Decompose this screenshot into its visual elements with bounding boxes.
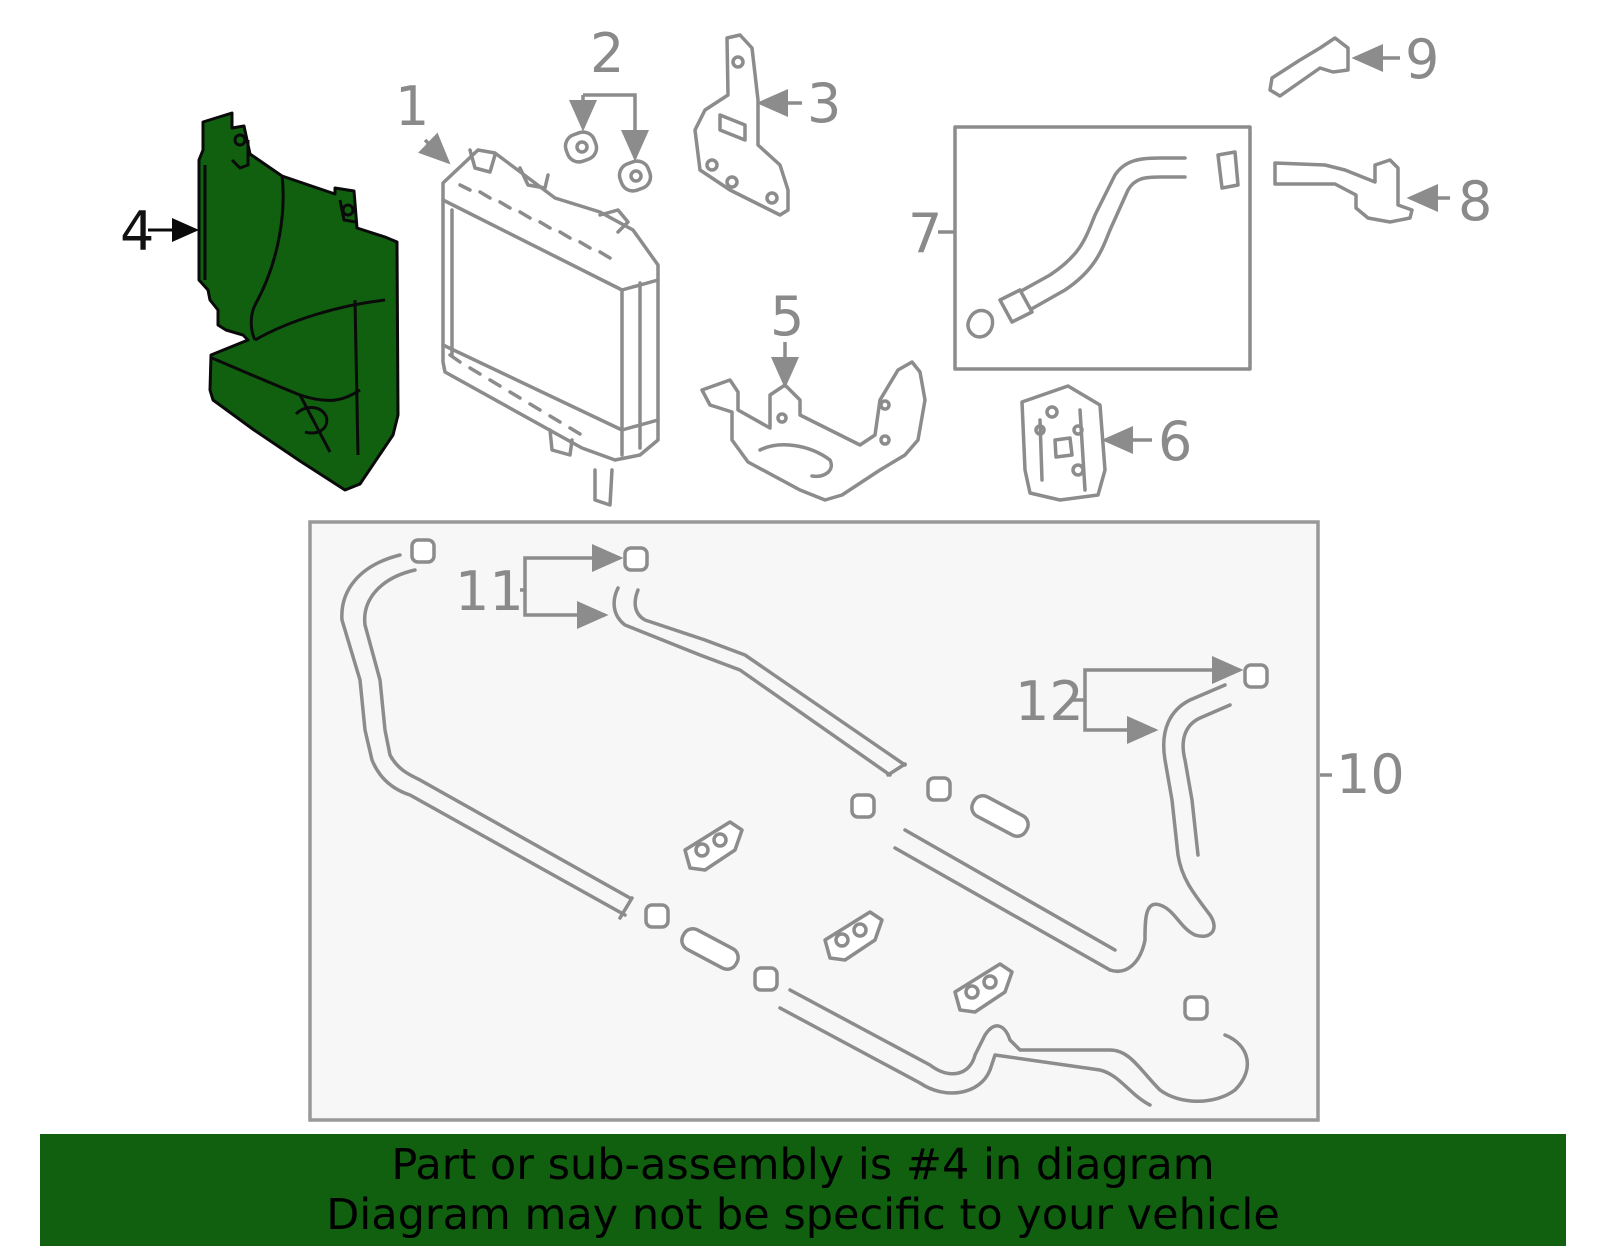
leader-1	[418, 132, 451, 165]
leader-2b	[583, 93, 649, 162]
callout-7[interactable]: 7	[908, 202, 942, 265]
part-10-hoses[interactable]	[340, 538, 1269, 1107]
part-10-box	[308, 520, 1320, 1122]
leader-11a	[520, 544, 624, 592]
callout-4[interactable]: 4	[120, 200, 154, 263]
callout-9[interactable]: 9	[1405, 28, 1439, 91]
part-2-bushings[interactable]	[562, 129, 654, 195]
callout-3[interactable]: 3	[807, 72, 841, 135]
part-7-box	[953, 125, 1252, 371]
part-7-hose[interactable]	[966, 150, 1240, 339]
callout-6[interactable]: 6	[1158, 410, 1192, 473]
banner-line-2: Diagram may not be specific to your vehi…	[326, 1190, 1280, 1240]
callout-12[interactable]: 12	[1015, 670, 1084, 733]
part-5-lower-bracket[interactable]	[700, 360, 927, 502]
callout-5[interactable]: 5	[770, 285, 804, 348]
part-3-bracket[interactable]	[693, 33, 790, 217]
part-6-mount[interactable]	[1020, 384, 1107, 502]
banner-line-1: Part or sub-assembly is #4 in diagram	[391, 1140, 1215, 1190]
callout-1[interactable]: 1	[395, 75, 429, 138]
leader-11b	[523, 590, 609, 629]
part-1-radiator[interactable]	[441, 148, 660, 507]
callout-8[interactable]: 8	[1458, 170, 1492, 233]
part-4-air-deflector[interactable]	[197, 111, 400, 492]
part-9-elbow[interactable]	[1268, 36, 1350, 98]
callout-10[interactable]: 10	[1336, 743, 1405, 806]
part-8-pipe[interactable]	[1273, 158, 1414, 224]
info-banner: Part or sub-assembly is #4 in diagram Di…	[40, 1134, 1566, 1246]
leader-12b	[1083, 700, 1159, 744]
leader-12a	[1070, 656, 1244, 702]
callout-2[interactable]: 2	[590, 22, 624, 85]
callout-11[interactable]: 11	[455, 560, 524, 623]
